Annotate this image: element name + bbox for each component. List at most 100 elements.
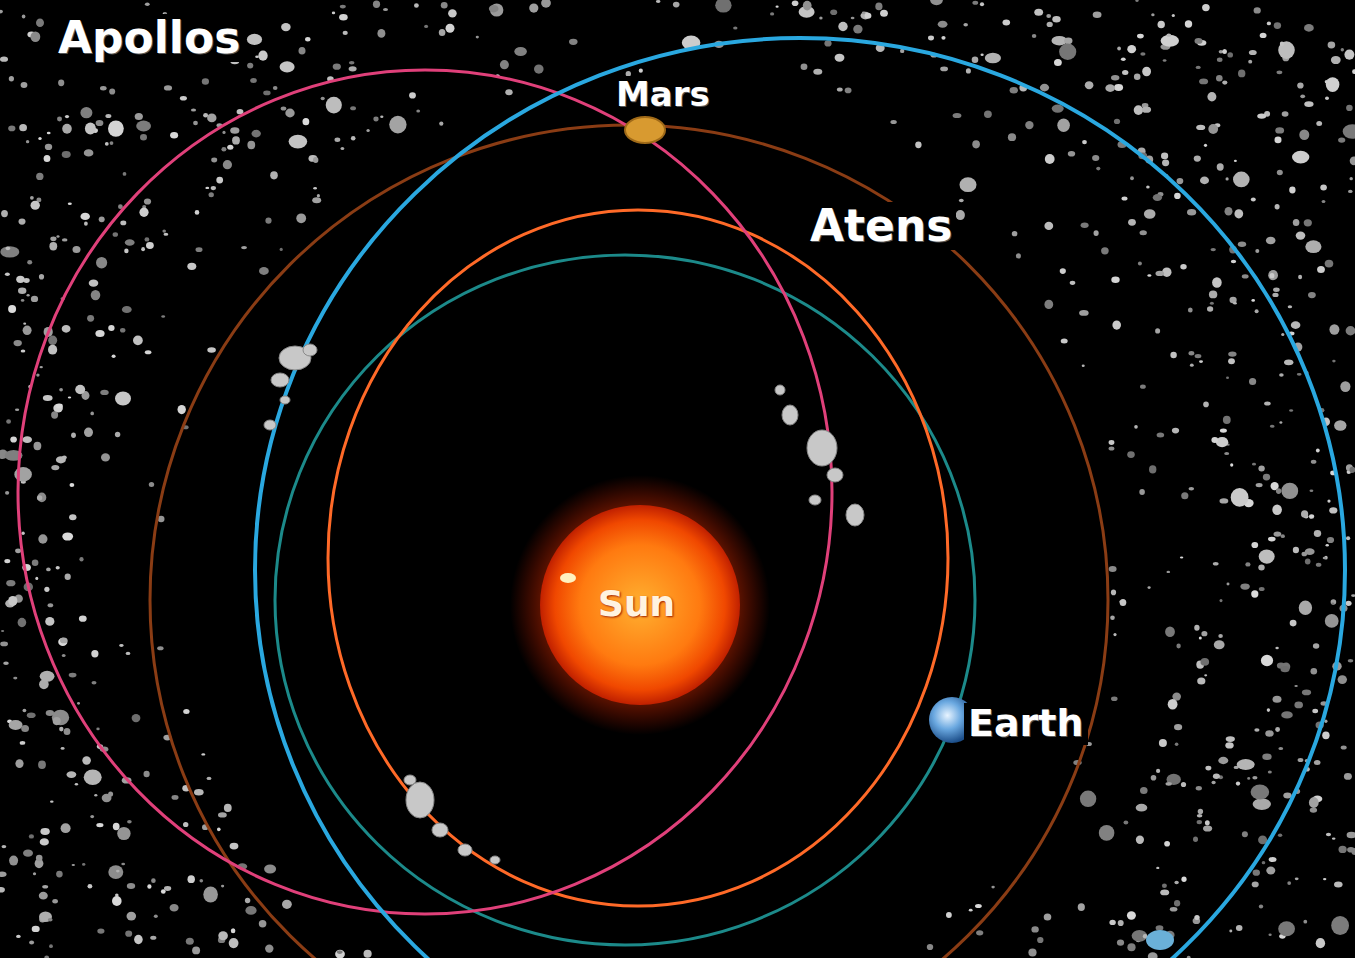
asteroid-speck <box>1281 534 1285 538</box>
asteroid-speck <box>23 709 27 712</box>
asteroid-speck <box>1289 409 1293 412</box>
asteroid-speck <box>64 728 71 735</box>
asteroid-speck <box>1331 916 1349 935</box>
asteroid-speck <box>96 120 104 126</box>
asteroid-speck <box>230 843 239 850</box>
asteroid-speck <box>1194 915 1199 920</box>
asteroid-speck <box>1166 34 1171 37</box>
asteroid-speck <box>38 534 47 543</box>
asteroid-speck <box>1197 678 1205 685</box>
asteroid-speck <box>67 771 77 778</box>
asteroid-speck <box>23 849 33 856</box>
asteroid-speck <box>121 863 125 866</box>
asteroid-speck <box>1120 599 1127 606</box>
asteroid-speck <box>13 677 17 680</box>
asteroid-speck <box>1114 119 1120 124</box>
asteroid-speck <box>1025 121 1033 129</box>
asteroid-speck <box>1326 77 1340 92</box>
asteroid-speck <box>62 151 71 158</box>
asteroid-speck <box>1139 489 1145 495</box>
asteroid-speck <box>1113 633 1116 636</box>
asteroid-speck <box>1348 190 1353 193</box>
asteroid-speck <box>232 136 240 144</box>
asteroid-speck <box>1144 209 1156 219</box>
asteroid-speck <box>16 276 24 283</box>
asteroid-speck <box>1267 22 1271 26</box>
asteroid-speck <box>16 935 21 938</box>
asteroid-speck <box>1263 474 1270 481</box>
asteroid-speck <box>224 804 232 812</box>
asteroid-speck <box>1252 776 1257 780</box>
asteroid-speck <box>62 124 72 134</box>
asteroid-speck <box>1274 22 1281 29</box>
asteroid-speck <box>59 388 63 392</box>
asteroid-speck <box>1303 920 1307 924</box>
asteroid-speck <box>1163 59 1167 61</box>
asteroid-speck <box>259 267 269 275</box>
asteroid-speck <box>1140 52 1145 56</box>
asteroid-speck <box>1054 59 1062 66</box>
asteroid-speck <box>1218 634 1223 638</box>
asteroid-speck <box>1329 507 1337 513</box>
asteroid-speck <box>326 97 342 114</box>
asteroid-cluster <box>404 775 500 864</box>
asteroid-speck <box>500 60 509 69</box>
asteroid-speck <box>1275 204 1280 209</box>
asteroid-speck <box>980 2 984 6</box>
asteroid-speck <box>231 928 236 933</box>
asteroid-speck <box>134 935 143 944</box>
asteroid-speck <box>115 432 120 437</box>
asteroid-speck <box>10 436 17 442</box>
asteroid-speck <box>32 926 40 932</box>
asteroid-speck <box>1226 736 1235 742</box>
asteroid-speck <box>0 887 5 893</box>
asteroid-speck <box>87 315 94 322</box>
asteroid-speck <box>1156 867 1159 869</box>
asteroid-speck <box>170 904 179 912</box>
asteroid-speck <box>108 325 114 331</box>
asteroid-speck <box>43 395 53 401</box>
asteroid-speck <box>22 436 32 443</box>
asteroid-speck <box>59 727 63 732</box>
asteroid-speck <box>127 883 135 889</box>
asteroid-speck <box>1338 138 1345 143</box>
asteroid-speck <box>312 197 321 203</box>
asteroid-speck <box>981 54 984 57</box>
asteroid-speck <box>132 714 141 722</box>
asteroid-speck <box>1293 219 1300 226</box>
asteroid-speck <box>1302 690 1311 696</box>
asteroid-speck <box>65 115 69 118</box>
asteroid-speck <box>23 323 26 325</box>
asteroid-speck <box>97 929 104 934</box>
asteroid-speck <box>1236 782 1240 786</box>
asteroid-speck <box>145 350 152 354</box>
asteroid-speck <box>1277 70 1283 74</box>
asteroid-speck <box>21 725 29 732</box>
asteroid-speck <box>1298 758 1304 762</box>
asteroid-speck <box>75 783 78 786</box>
asteroid-speck <box>1217 58 1223 62</box>
asteroid-speck <box>1309 514 1314 519</box>
asteroid-speck <box>79 557 83 561</box>
asteroid-speck <box>1193 837 1198 842</box>
asteroid-speck <box>144 771 150 777</box>
asteroid-speck <box>1159 739 1167 747</box>
asteroid-speck <box>1251 590 1258 597</box>
asteroid-speck <box>1297 373 1302 376</box>
asteroid-speck <box>164 886 171 891</box>
asteroid-speck <box>1111 590 1116 596</box>
asteroid-speck <box>1085 81 1094 89</box>
asteroid-speck <box>1256 483 1263 487</box>
asteroid-speck <box>299 47 306 55</box>
asteroid-speck <box>52 710 69 725</box>
asteroid-speck <box>9 76 14 82</box>
asteroid-speck <box>116 870 120 873</box>
asteroid-speck <box>91 290 101 300</box>
asteroid-speck <box>96 823 103 827</box>
asteroid-speck <box>1093 12 1102 18</box>
asteroid-speck <box>211 158 217 163</box>
asteroid-speck <box>1277 170 1283 176</box>
asteroid-speck <box>1347 832 1355 839</box>
asteroid-speck <box>1068 151 1075 157</box>
asteroid-speck <box>770 12 774 15</box>
